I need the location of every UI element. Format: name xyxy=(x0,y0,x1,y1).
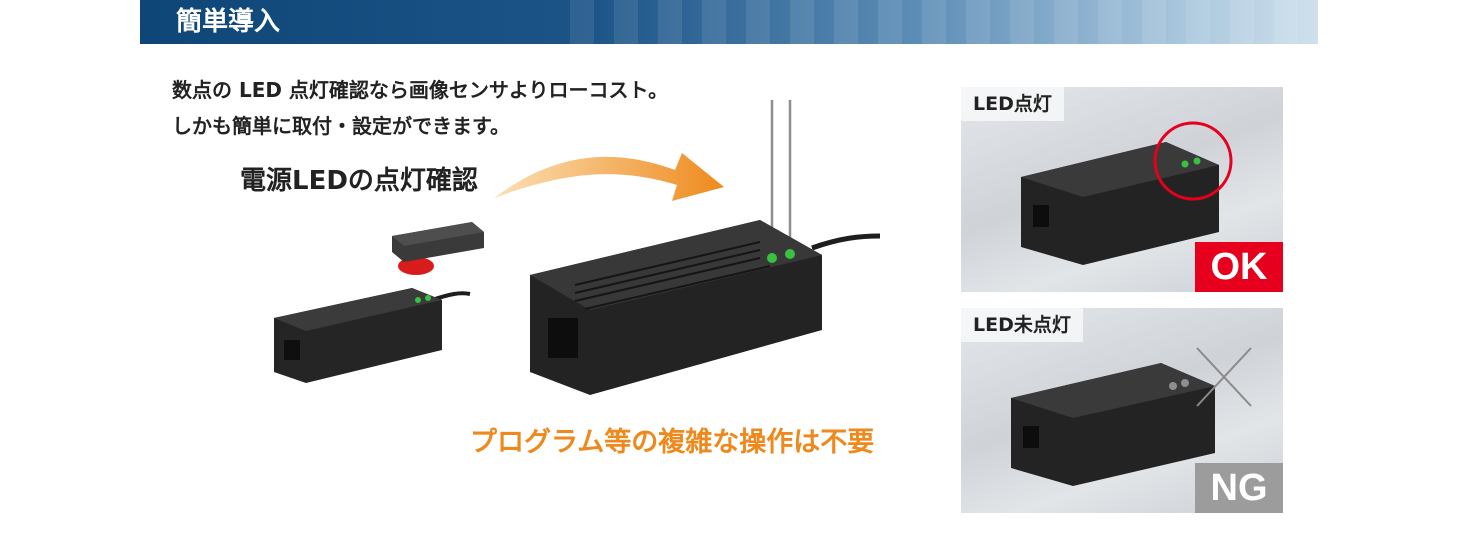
section-title: 簡単導入 xyxy=(176,7,281,37)
description-line-1: 数点の LED 点灯確認なら画像センサよりローコスト。 xyxy=(172,78,669,102)
no-programming-text: プログラム等の複雑な操作は不要 xyxy=(470,427,875,458)
ok-badge: OK xyxy=(1195,242,1283,292)
power-led-label: 電源LEDの点灯確認 xyxy=(240,166,478,196)
panel-led-off-label: LED未点灯 xyxy=(961,308,1083,342)
header-stripes xyxy=(570,0,1318,44)
photo-sensor xyxy=(392,222,484,275)
section-header: 簡単導入 xyxy=(140,0,1318,44)
fiber-cables xyxy=(770,100,792,238)
panel-led-off-illustration xyxy=(1011,347,1252,486)
ng-badge: NG xyxy=(1195,463,1283,513)
description-line-2: しかも簡単に取付・設定ができます。 xyxy=(172,114,510,138)
highlight-circle xyxy=(1153,121,1233,201)
cross-mark-icon xyxy=(1196,347,1252,407)
panel-led-off: LED未点灯 NG xyxy=(961,308,1283,513)
small-power-adapter xyxy=(274,288,471,383)
panel-led-on-illustration xyxy=(1021,121,1233,265)
large-power-adapter xyxy=(530,220,881,395)
panel-led-on: LED点灯 OK xyxy=(961,87,1283,292)
description-text: 数点の LED 点灯確認なら画像センサよりローコスト。 しかも簡単に取付・設定が… xyxy=(172,72,668,144)
panel-led-on-label: LED点灯 xyxy=(961,87,1064,121)
orange-arrow-icon xyxy=(494,153,724,201)
